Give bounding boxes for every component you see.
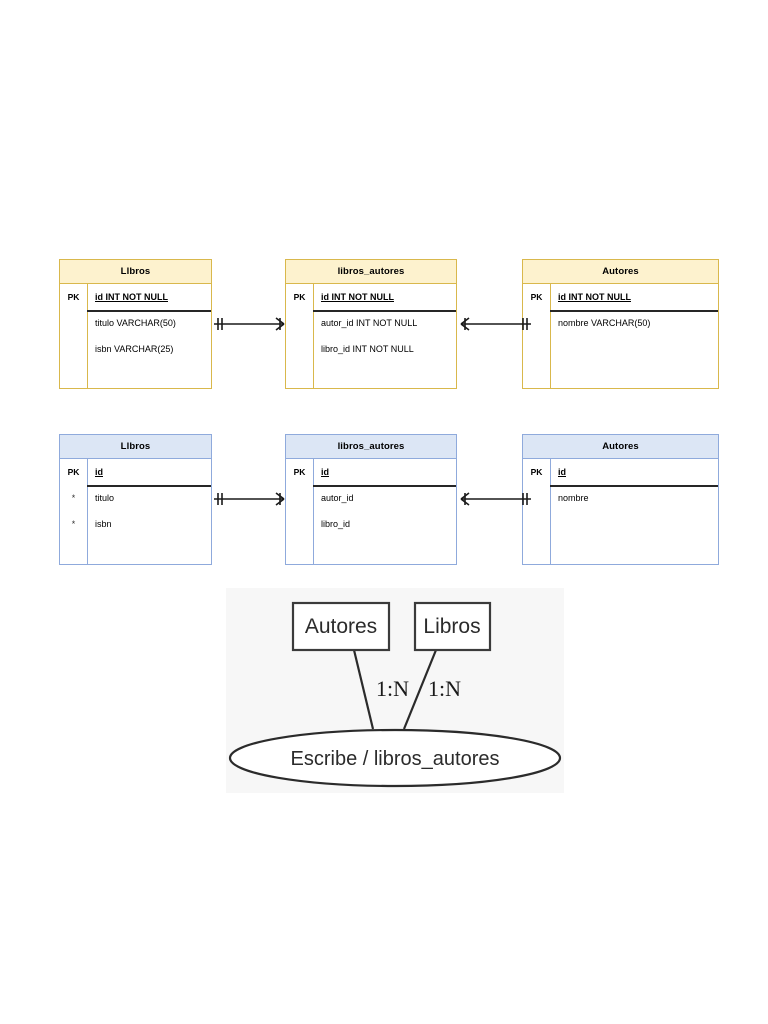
column-name: nombre VARCHAR(50) <box>558 317 651 328</box>
column-name: id INT NOT NULL <box>558 291 631 302</box>
entity-label-libros: Libros <box>423 615 480 638</box>
table-row[interactable]: autor_id INT NOT NULL <box>286 310 456 336</box>
table-body: PK id autor_id libro_id <box>286 459 456 565</box>
column-name: id <box>558 466 566 477</box>
column-list: PK id nombre <box>523 459 718 511</box>
table-libros-autores-logical[interactable]: libros_autores PK id autor_id libro_id <box>285 434 457 565</box>
key-column-divider <box>313 284 314 389</box>
table-row[interactable]: nombre VARCHAR(50) <box>523 310 718 336</box>
column-name: autor_id <box>321 492 354 503</box>
table-title: Autores <box>523 260 718 284</box>
entity-box-libros <box>413 601 492 652</box>
relationship-librosautores-autores-logical <box>460 492 531 506</box>
relationship-llbros-librosautores-physical <box>214 317 285 331</box>
table-body: PK id nombre <box>523 459 718 565</box>
table-body: PK id INT NOT NULL titulo VARCHAR(50) is… <box>60 284 211 389</box>
table-row[interactable]: isbn VARCHAR(25) <box>60 336 211 362</box>
column-list: PK id INT NOT NULL nombre VARCHAR(50) <box>523 284 718 336</box>
cardinality-label-autores: 1:N <box>376 676 409 701</box>
table-row[interactable]: nombre <box>523 485 718 511</box>
table-row[interactable]: autor_id <box>286 485 456 511</box>
column-name: nombre <box>558 492 589 503</box>
column-name: libro_id <box>321 518 351 529</box>
table-title: Autores <box>523 435 718 459</box>
line-libros-to-relationship <box>402 649 438 730</box>
pk-separator <box>313 485 456 487</box>
column-name: autor_id INT NOT NULL <box>321 317 418 328</box>
column-list: PK id autor_id libro_id <box>286 459 456 537</box>
entity-box-autores <box>291 601 391 652</box>
table-title: Llbros <box>60 260 211 284</box>
table-row[interactable]: * titulo <box>60 485 211 511</box>
column-name: titulo <box>95 492 115 503</box>
column-name: id INT NOT NULL <box>95 291 168 302</box>
table-llbros-logical[interactable]: Llbros PK id * titulo * isbn <box>59 434 212 565</box>
relationship-llbros-librosautores-logical <box>214 492 285 506</box>
key-marker: PK <box>293 291 306 302</box>
column-name: isbn VARCHAR(25) <box>95 343 174 354</box>
column-name: id INT NOT NULL <box>321 291 394 302</box>
table-title: libros_autores <box>286 435 456 459</box>
relationship-ellipse <box>228 728 562 788</box>
table-autores-physical[interactable]: Autores PK id INT NOT NULL nombre VARCHA… <box>522 259 719 389</box>
column-list: PK id INT NOT NULL titulo VARCHAR(50) is… <box>60 284 211 362</box>
line-autores-to-relationship <box>352 649 375 730</box>
table-libros-autores-physical[interactable]: libros_autores PK id INT NOT NULL autor_… <box>285 259 457 389</box>
table-row[interactable]: PK id <box>60 459 211 485</box>
table-row[interactable]: PK id <box>523 459 718 485</box>
column-name: isbn <box>95 518 112 529</box>
table-title: libros_autores <box>286 260 456 284</box>
required-marker: * <box>71 518 76 529</box>
key-column-divider <box>550 459 551 565</box>
pk-separator <box>550 310 718 312</box>
key-marker: PK <box>530 291 543 302</box>
chen-diagram-panel: Autores Libros 1:N 1:N Escribe / libros_… <box>226 588 564 793</box>
key-marker: PK <box>67 291 80 302</box>
pk-separator <box>87 310 211 312</box>
table-body: PK id INT NOT NULL nombre VARCHAR(50) <box>523 284 718 389</box>
pk-separator <box>313 310 456 312</box>
pk-separator <box>87 485 211 487</box>
key-column-divider <box>313 459 314 565</box>
key-marker: PK <box>67 466 80 477</box>
key-column-divider <box>87 459 88 565</box>
table-body: PK id * titulo * isbn <box>60 459 211 565</box>
key-marker: PK <box>530 466 543 477</box>
column-name: titulo VARCHAR(50) <box>95 317 176 328</box>
table-row[interactable]: libro_id INT NOT NULL <box>286 336 456 362</box>
key-marker: PK <box>293 466 306 477</box>
table-row[interactable]: PK id INT NOT NULL <box>60 284 211 310</box>
chen-diagram-svg: Autores Libros 1:N 1:N Escribe / libros_… <box>228 601 562 788</box>
table-row[interactable]: libro_id <box>286 511 456 537</box>
table-row[interactable]: * isbn <box>60 511 211 537</box>
table-row[interactable]: PK id INT NOT NULL <box>523 284 718 310</box>
table-autores-logical[interactable]: Autores PK id nombre <box>522 434 719 565</box>
column-name: libro_id INT NOT NULL <box>321 343 414 354</box>
table-body: PK id INT NOT NULL autor_id INT NOT NULL… <box>286 284 456 389</box>
required-marker: * <box>71 492 76 503</box>
table-title: Llbros <box>60 435 211 459</box>
key-column-divider <box>550 284 551 389</box>
relationship-librosautores-autores-physical <box>460 317 531 331</box>
table-row[interactable]: PK id <box>286 459 456 485</box>
table-row[interactable]: titulo VARCHAR(50) <box>60 310 211 336</box>
column-list: PK id * titulo * isbn <box>60 459 211 537</box>
column-name: id <box>95 466 103 477</box>
column-list: PK id INT NOT NULL autor_id INT NOT NULL… <box>286 284 456 362</box>
cardinality-label-libros: 1:N <box>428 676 461 701</box>
entity-label-autores: Autores <box>305 615 377 638</box>
pk-separator <box>550 485 718 487</box>
table-row[interactable]: PK id INT NOT NULL <box>286 284 456 310</box>
key-column-divider <box>87 284 88 389</box>
relationship-label: Escribe / libros_autores <box>291 748 500 770</box>
column-name: id <box>321 466 329 477</box>
table-llbros-physical[interactable]: Llbros PK id INT NOT NULL titulo VARCHAR… <box>59 259 212 389</box>
